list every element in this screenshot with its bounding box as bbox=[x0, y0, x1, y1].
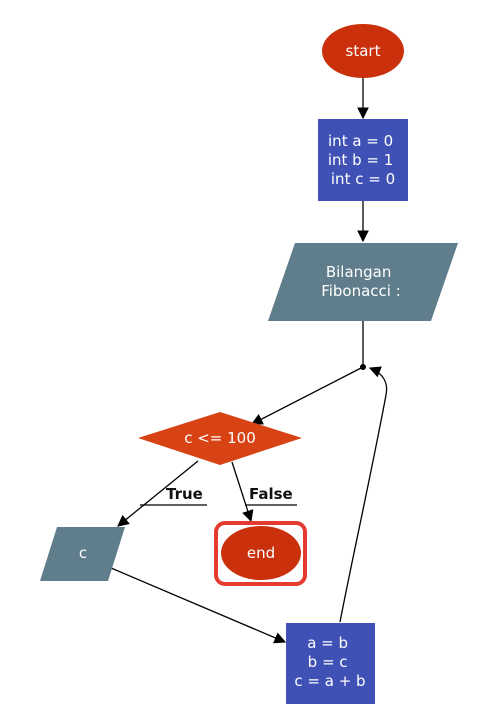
start-label: start bbox=[346, 42, 381, 60]
init-text: int a = 0 int b = 1 int c = 0 bbox=[328, 132, 398, 188]
edge-output-c-to-update bbox=[110, 567, 287, 644]
update-text: a = b b = c c = a + b bbox=[294, 634, 365, 690]
update-line: a = b bbox=[307, 634, 348, 652]
edge-decision-false bbox=[231, 461, 254, 523]
update-line: b = c bbox=[308, 653, 348, 671]
start-node: start bbox=[322, 24, 404, 78]
end-label: end bbox=[247, 544, 275, 562]
edge-update-loop-back bbox=[339, 366, 388, 623]
edge-junction-to-decision bbox=[250, 366, 364, 425]
decision-node: c <= 100 bbox=[138, 412, 302, 465]
output-title-text: Bilangan Fibonacci : bbox=[321, 263, 401, 300]
output-title-line: Bilangan bbox=[326, 263, 392, 281]
true-label: True bbox=[166, 485, 203, 503]
end-highlight-frame bbox=[214, 521, 307, 586]
update-line: c = a + b bbox=[294, 672, 365, 690]
edge-decision-true bbox=[117, 460, 199, 527]
output-c-node: c bbox=[40, 527, 125, 581]
init-line: int c = 0 bbox=[331, 170, 395, 188]
decision-label: c <= 100 bbox=[184, 429, 256, 447]
output-title-line: Fibonacci : bbox=[321, 282, 401, 300]
init-node: int a = 0 int b = 1 int c = 0 bbox=[318, 119, 408, 201]
output-title-node: Bilangan Fibonacci : bbox=[268, 243, 458, 321]
init-line: int b = 1 bbox=[328, 151, 394, 169]
output-c-label: c bbox=[79, 544, 87, 562]
init-line: int a = 0 bbox=[328, 132, 393, 150]
end-node: end bbox=[214, 521, 307, 586]
false-label: False bbox=[249, 485, 293, 503]
update-node: a = b b = c c = a + b bbox=[286, 623, 375, 704]
